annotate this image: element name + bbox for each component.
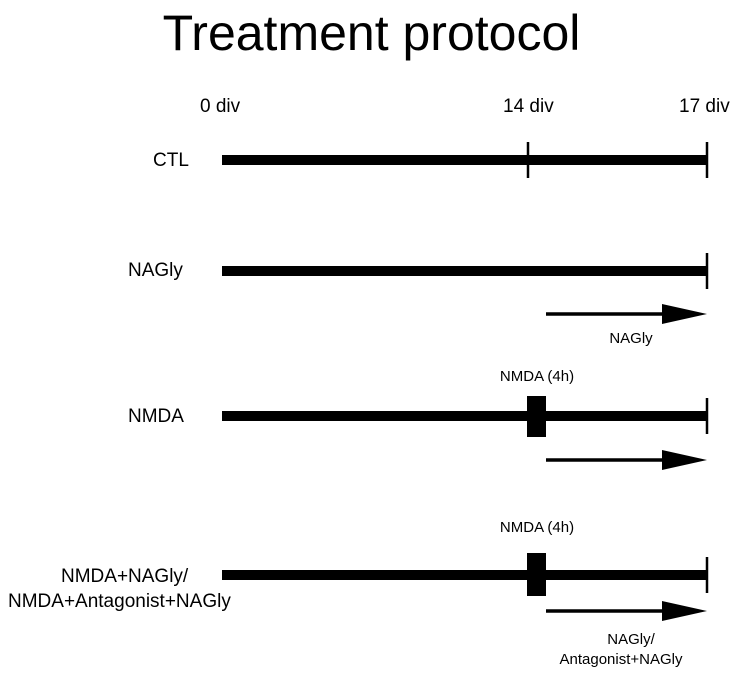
arrow-label-combo-line2: Antagonist+NAGly <box>559 651 683 668</box>
timepoint-14-div: 14 div <box>503 96 554 117</box>
treatment-arrow-head-nmda <box>662 450 707 470</box>
pulse-label-combo: NMDA (4h) <box>499 519 575 536</box>
treatment-arrow-head-nagly <box>662 304 707 324</box>
timepoint-17-div: 17 div <box>679 96 730 117</box>
row-label-combo-line2: NMDA+Antagonist+NAGly <box>8 591 231 612</box>
row-label-ctl: CTL <box>153 150 189 171</box>
timepoint-0-div: 0 div <box>200 96 241 117</box>
pulse-label-nmda: NMDA (4h) <box>499 368 575 385</box>
nmda-pulse-block <box>527 396 546 437</box>
diagram-title: Treatment protocol <box>162 5 581 61</box>
row-label-combo-line1: NMDA+NAGly/ <box>61 566 189 587</box>
nmda-pulse-block-combo <box>527 553 546 596</box>
row-label-nagly: NAGly <box>128 260 183 281</box>
arrow-label-nagly: NAGly <box>609 330 653 347</box>
arrow-label-combo-line1: NAGly/ <box>607 631 655 648</box>
treatment-arrow-head-combo <box>662 601 707 621</box>
row-label-nmda: NMDA <box>128 406 184 427</box>
